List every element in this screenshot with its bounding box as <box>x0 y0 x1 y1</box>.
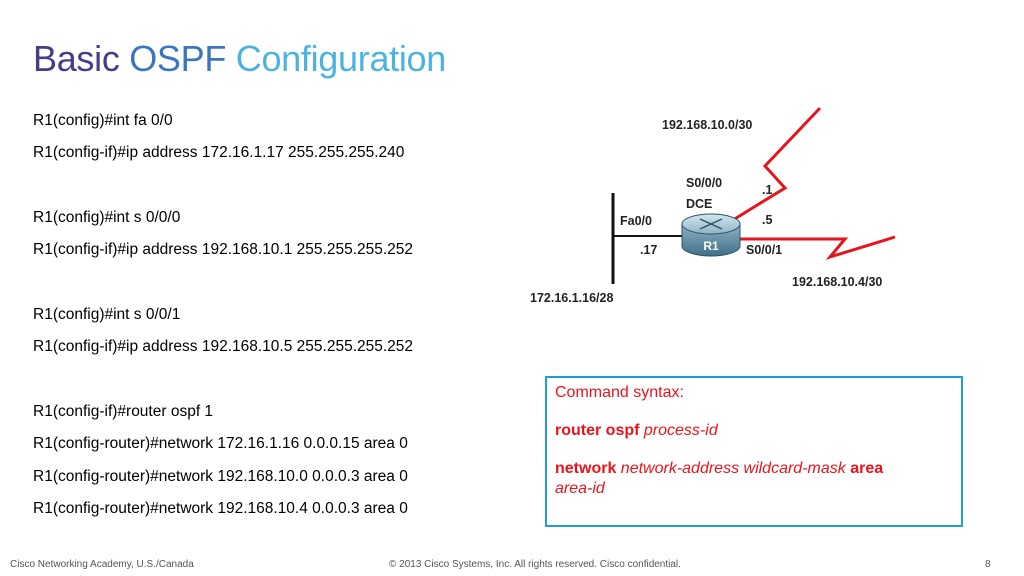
serial-link-s000 <box>719 106 822 230</box>
command-line: R1(config-if)#ip address 192.168.10.1 25… <box>33 241 414 258</box>
footer-page-number: 8 <box>985 559 991 570</box>
command-syntax-box: Command syntax: router ospf process-id n… <box>545 376 963 527</box>
dce-label: DCE <box>686 197 712 211</box>
command-line: R1(config-router)#network 192.168.10.0 0… <box>33 468 408 485</box>
command-line: R1(config)#int s 0/0/0 <box>33 209 181 226</box>
topology-diagram: R1 192.168.10.0/30 S0/0/0 DCE .1 .5 Fa0/… <box>530 106 896 305</box>
host-label-5: .5 <box>762 213 772 227</box>
command-line: R1(config-if)#ip address 172.16.1.17 255… <box>33 144 405 161</box>
host-label-17: .17 <box>640 243 657 257</box>
slide-title: Basic OSPF Configuration <box>33 38 446 80</box>
host-label-1: .1 <box>762 183 772 197</box>
title-word-ospf: OSPF <box>129 38 236 79</box>
network-label-right: 192.168.10.4/30 <box>792 275 882 289</box>
serial-link-s001 <box>738 235 896 260</box>
title-word-basic: Basic <box>33 38 130 79</box>
syntax-heading: Command syntax: <box>555 384 684 401</box>
network-args: network-address wildcard-mask <box>620 460 846 477</box>
command-line: R1(config-router)#network 192.168.10.4 0… <box>33 500 408 517</box>
area-id-arg: area-id <box>555 480 605 497</box>
network-label-lan: 172.16.1.16/28 <box>530 291 613 305</box>
title-word-configuration: Configuration <box>235 38 447 79</box>
router-r1-icon <box>681 213 741 257</box>
syntax-router-ospf: router ospf process-id <box>555 421 953 441</box>
footer-copyright: © 2013 Cisco Systems, Inc. All rights re… <box>389 559 681 570</box>
command-line: R1(config)#int s 0/0/1 <box>33 306 181 323</box>
process-id-arg: process-id <box>643 422 718 439</box>
syntax-network: network network-address wildcard-mask ar… <box>555 459 953 499</box>
command-line: R1(config-router)#network 172.16.1.16 0.… <box>33 435 408 452</box>
command-line: R1(config-if)#ip address 192.168.10.5 25… <box>33 338 414 355</box>
network-label-top: 192.168.10.0/30 <box>662 118 752 132</box>
network-keyword: network <box>555 460 617 477</box>
interface-label-s000: S0/0/0 <box>686 176 722 190</box>
area-keyword: area <box>850 460 884 477</box>
command-line: R1(config)#int fa 0/0 <box>33 112 173 129</box>
interface-label-s001: S0/0/1 <box>746 243 782 257</box>
footer-left: Cisco Networking Academy, U.S./Canada <box>10 559 194 570</box>
router-name-label: R1 <box>703 239 719 253</box>
router-ospf-keyword: router ospf <box>555 422 640 439</box>
command-line: R1(config-if)#router ospf 1 <box>33 403 214 420</box>
interface-label-fa00: Fa0/0 <box>620 214 652 228</box>
